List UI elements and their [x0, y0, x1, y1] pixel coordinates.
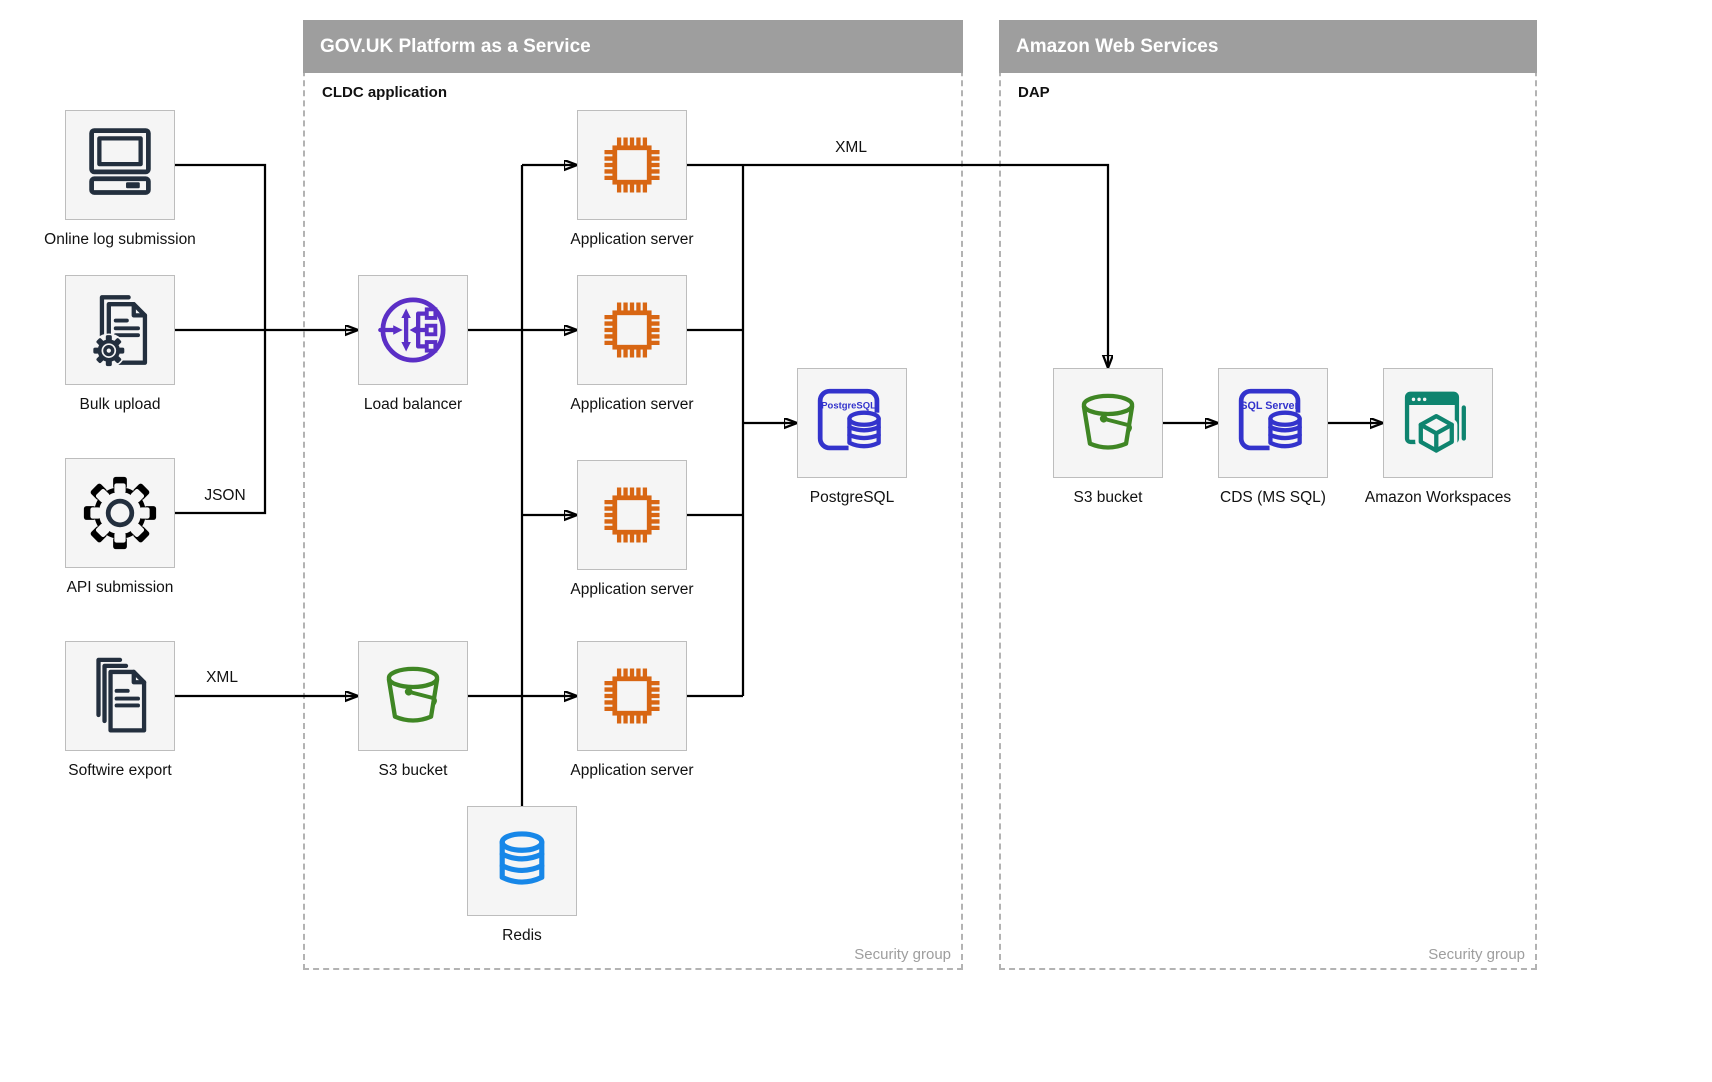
node-app-server-1: [577, 110, 687, 220]
sql-server-badge: SQL Server: [1240, 400, 1299, 412]
node-app-server-2-label: Application server: [570, 396, 694, 413]
edge-sources-merge: [175, 163, 267, 515]
node-postgresql-label: PostgreSQL: [809, 489, 895, 506]
documents-stack-icon: [96, 657, 147, 733]
node-amazon-workspaces-label: Amazon Workspaces: [1364, 489, 1512, 506]
chip-icon: [604, 302, 660, 358]
node-cds-mssql-label: CDS (MS SQL): [1220, 489, 1326, 506]
node-softwire-export: [65, 641, 175, 751]
node-app-server-2: [577, 275, 687, 385]
panel-aws-title: Amazon Web Services: [999, 20, 1537, 73]
panel-aws-sublabel: DAP: [1018, 84, 1050, 101]
node-app-server-3-label: Application server: [570, 581, 694, 598]
postgresql-icon: PostgreSQL: [817, 388, 885, 454]
node-load-balancer: [358, 275, 468, 385]
node-bulk-upload-label: Bulk upload: [79, 396, 161, 413]
node-redis-label: Redis: [502, 927, 542, 944]
panel-govuk-paas-footer: Security group: [854, 946, 951, 963]
edge-label-json: JSON: [204, 487, 246, 504]
node-s3-bucket-paas-label: S3 bucket: [378, 762, 448, 779]
node-cds-mssql: SQL Server: [1218, 368, 1328, 478]
node-online-log-submission: [65, 110, 175, 220]
node-softwire-export-label: Softwire export: [68, 762, 172, 779]
panel-govuk-paas-title: GOV.UK Platform as a Service: [303, 20, 963, 73]
node-online-log-submission-label: Online log submission: [44, 231, 196, 248]
node-bulk-upload: [65, 275, 175, 385]
chip-icon: [604, 137, 660, 193]
edge-label-xml-aws: XML: [835, 139, 867, 156]
load-balancer-icon: [378, 297, 446, 363]
node-amazon-workspaces: [1383, 368, 1493, 478]
postgresql-badge: PostgreSQL: [821, 400, 876, 411]
chip-icon: [604, 668, 660, 724]
node-app-server-4: [577, 641, 687, 751]
node-s3-bucket-aws-label: S3 bucket: [1073, 489, 1143, 506]
panel-aws-footer: Security group: [1428, 946, 1525, 963]
node-app-server-1-label: Application server: [570, 231, 694, 248]
chip-icon: [604, 487, 660, 543]
panel-aws: Amazon Web Services DAP Security group: [999, 20, 1537, 970]
node-api-submission-label: API submission: [66, 579, 174, 596]
s3-bucket-icon: [386, 666, 440, 723]
node-s3-bucket-paas: [358, 641, 468, 751]
s3-bucket-icon: [1081, 393, 1135, 450]
node-load-balancer-label: Load balancer: [363, 396, 463, 413]
computer-icon: [89, 128, 151, 195]
node-postgresql: PostgreSQL: [797, 368, 907, 478]
sql-server-icon: SQL Server: [1238, 388, 1306, 454]
workspaces-icon: [1404, 391, 1466, 457]
edge-xml-to-aws-s3: [743, 163, 1108, 367]
edge-label-xml-softwire: XML: [206, 669, 238, 686]
node-s3-bucket-aws: [1053, 368, 1163, 478]
node-app-server-3: [577, 460, 687, 570]
gear-icon: [83, 476, 157, 550]
document-gear-icon: [91, 295, 148, 368]
node-redis: [467, 806, 577, 916]
panel-govuk-paas: GOV.UK Platform as a Service CLDC applic…: [303, 20, 963, 970]
redis-database-icon: [499, 831, 545, 885]
node-app-server-4-label: Application server: [570, 762, 694, 779]
node-api-submission: [65, 458, 175, 568]
panel-govuk-paas-sublabel: CLDC application: [322, 84, 448, 101]
